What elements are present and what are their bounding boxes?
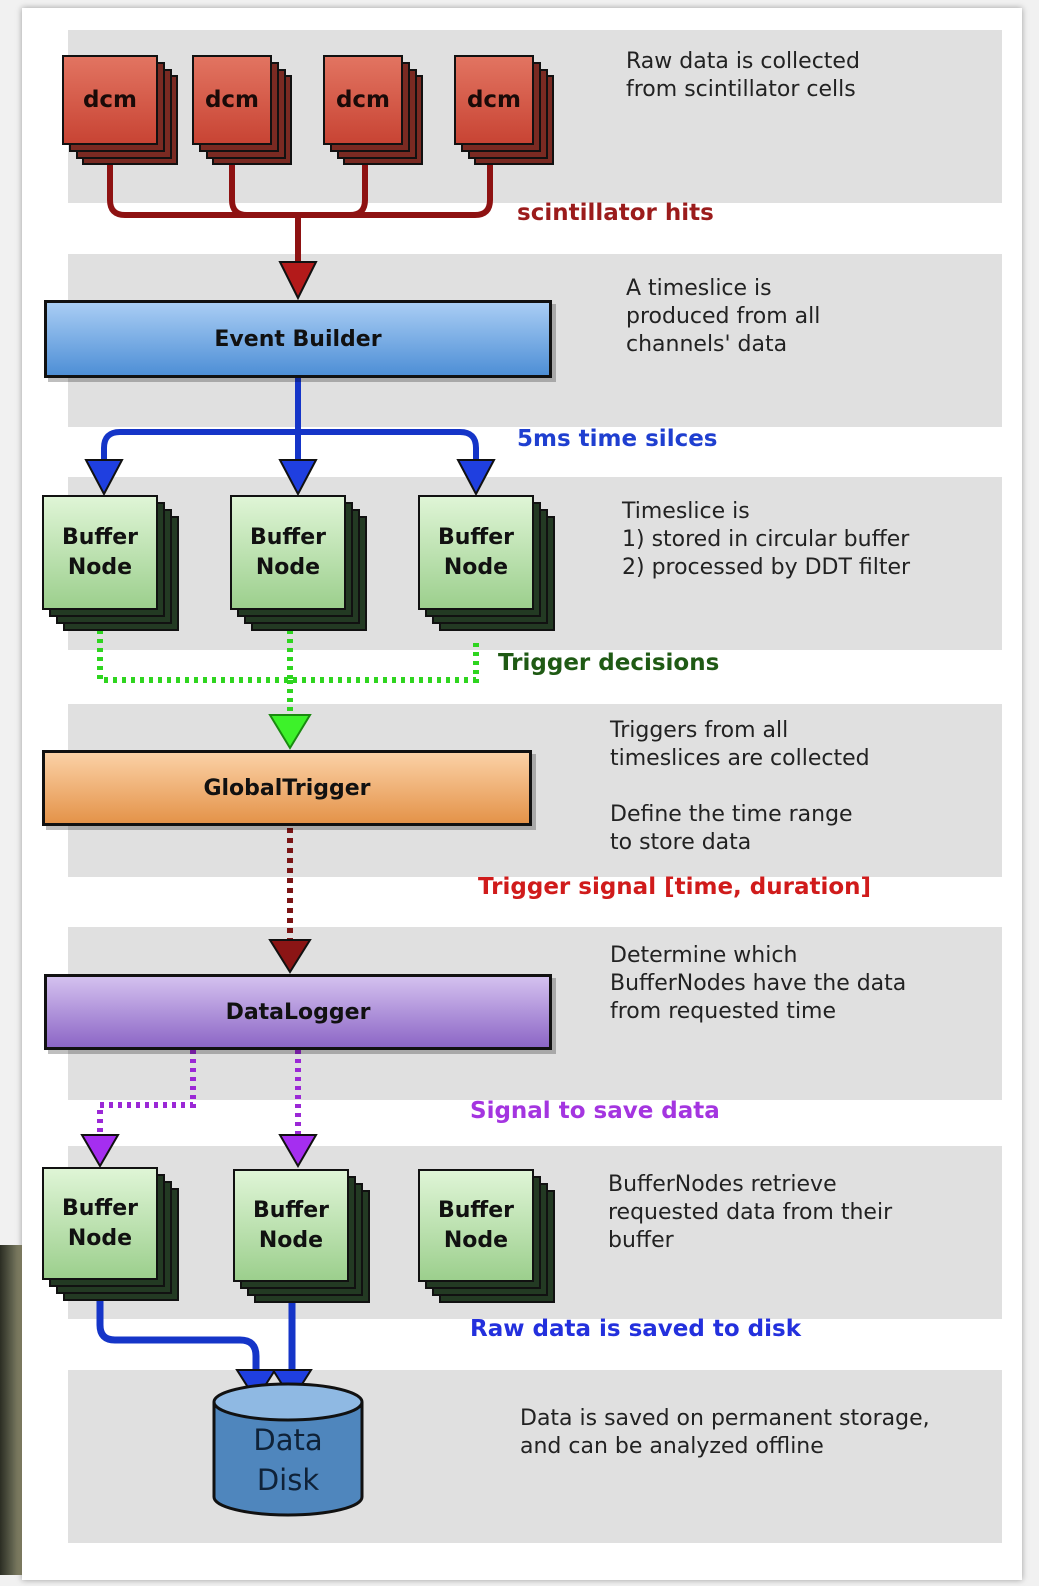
trigger-decisions-label: Trigger decisions bbox=[498, 650, 720, 676]
buffer-node-box: Buffer Node bbox=[230, 495, 346, 610]
arrow-to-buffer-2 bbox=[278, 459, 318, 497]
buffer-nodes-description: Timeslice is 1) stored in circular buffe… bbox=[622, 499, 911, 580]
buffer-node-box: Buffer Node bbox=[42, 495, 158, 610]
arrow-into-event-builder bbox=[278, 261, 318, 301]
data-disk-label: Data Disk bbox=[253, 1423, 323, 1497]
save-signal-connector bbox=[97, 1050, 301, 1135]
raw-data-description: Raw data is collected from scintillator … bbox=[626, 49, 860, 102]
buffer-node-box: Buffer Node bbox=[418, 495, 534, 610]
global-trigger-description: Triggers from all timeslices are collect… bbox=[610, 718, 870, 855]
global-trigger-box: GlobalTrigger bbox=[42, 750, 532, 826]
arrow-into-global-trigger bbox=[268, 714, 312, 750]
arrow-to-buffer-save-2 bbox=[278, 1134, 318, 1168]
arrow-into-data-logger bbox=[268, 939, 312, 974]
scintillator-hits-label: scintillator hits bbox=[517, 200, 714, 226]
buffer-node-box: Buffer Node bbox=[418, 1169, 534, 1282]
storage-description: Data is saved on permanent storage, and … bbox=[520, 1406, 930, 1459]
save-signal-label: Signal to save data bbox=[470, 1098, 720, 1124]
saved-to-disk-label: Raw data is saved to disk bbox=[470, 1316, 801, 1342]
data-disk-icon bbox=[212, 1382, 364, 1517]
dcm-box: dcm bbox=[323, 55, 403, 145]
trigger-signal-label: Trigger signal [time, duration] bbox=[478, 874, 872, 900]
arrow-to-buffer-save-1 bbox=[80, 1134, 120, 1168]
dcm-box: dcm bbox=[192, 55, 272, 145]
dcm-box: dcm bbox=[454, 55, 534, 145]
time-slices-connector bbox=[101, 378, 479, 460]
dcm-box: dcm bbox=[62, 55, 158, 145]
arrow-to-buffer-3 bbox=[456, 459, 496, 497]
event-builder-description: A timeslice is produced from all channel… bbox=[626, 276, 821, 357]
data-logger-description: Determine which BufferNodes have the dat… bbox=[610, 943, 907, 1024]
arrow-to-buffer-1 bbox=[84, 459, 124, 497]
data-logger-box: DataLogger bbox=[44, 974, 552, 1050]
time-slices-label: 5ms time silces bbox=[517, 426, 718, 452]
buffer-node-box: Buffer Node bbox=[42, 1167, 158, 1280]
scintillator-hits-connector bbox=[107, 160, 493, 262]
event-builder-box: Event Builder bbox=[44, 300, 552, 378]
buffer-retrieve-description: BufferNodes retrieve requested data from… bbox=[608, 1172, 893, 1253]
buffer-node-box: Buffer Node bbox=[233, 1169, 349, 1282]
